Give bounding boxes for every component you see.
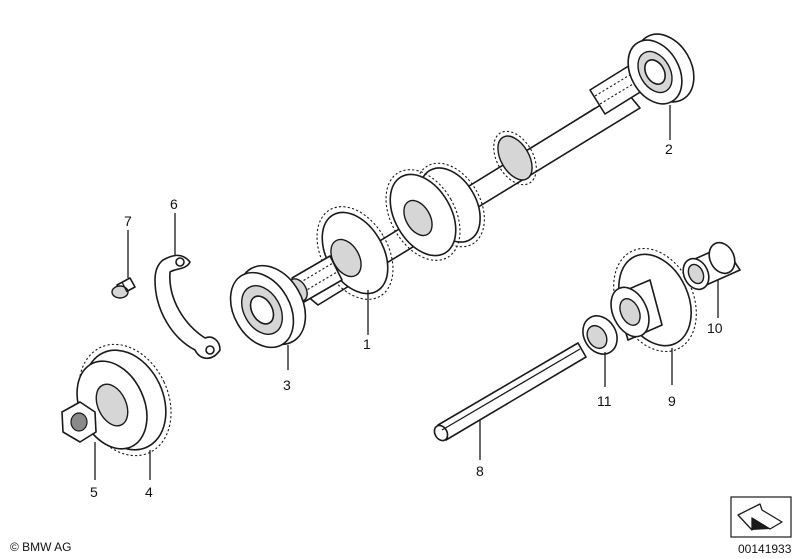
label-8: 8	[476, 463, 484, 479]
label-11: 11	[597, 393, 612, 409]
bearing-3	[229, 264, 307, 349]
label-2: 2	[665, 141, 673, 157]
screw-7	[111, 277, 136, 299]
bearing-2	[627, 33, 695, 105]
countershaft-8	[433, 342, 587, 442]
nut-5	[61, 401, 97, 443]
label-5: 5	[90, 484, 98, 500]
label-3: 3	[283, 377, 291, 393]
retaining-plate-6	[154, 254, 221, 360]
shaft-double-gear	[385, 162, 485, 261]
gear-9	[610, 247, 697, 353]
label-10: 10	[707, 320, 723, 336]
leader-lines	[94, 105, 719, 480]
main-shaft	[288, 61, 651, 306]
label-9: 9	[668, 393, 676, 409]
needle-bearing-10	[682, 241, 741, 291]
label-7: 7	[124, 213, 132, 229]
label-1: 1	[363, 336, 371, 352]
copyright-text: © BMW AG	[10, 540, 72, 554]
label-4: 4	[145, 484, 153, 500]
gear-4	[76, 343, 172, 457]
label-6: 6	[170, 196, 178, 212]
spacer-ring-11	[582, 315, 618, 355]
arrow-corner-icon	[730, 496, 792, 538]
diagram-code: 00141933	[738, 542, 792, 556]
